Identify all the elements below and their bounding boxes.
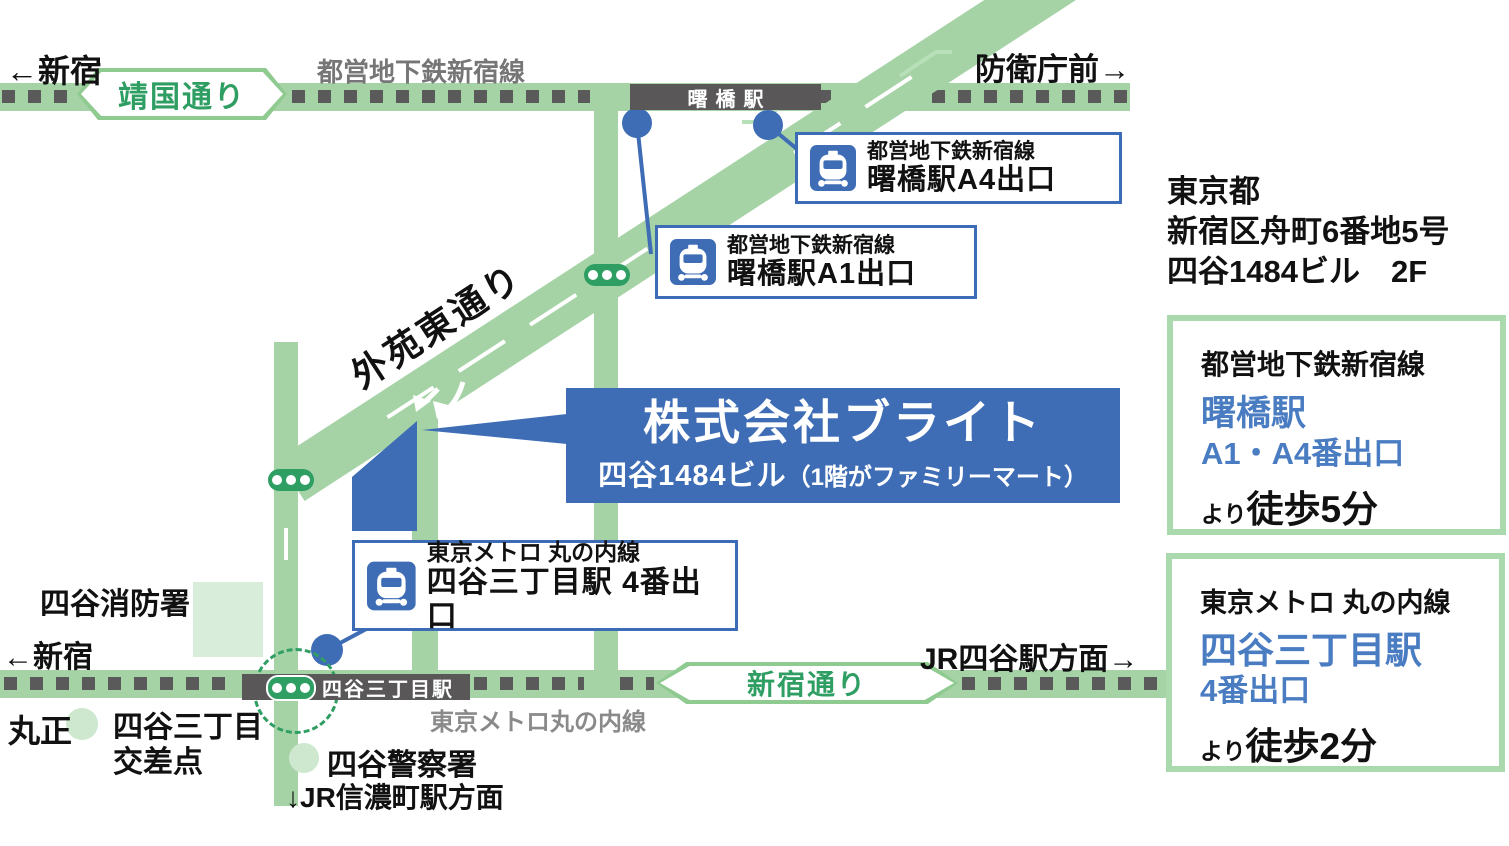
train-icon bbox=[810, 145, 856, 191]
station-name: 曙橋駅 bbox=[687, 88, 772, 111]
fire-station-label: 四谷消防署 bbox=[40, 588, 190, 621]
traffic-light-icon bbox=[268, 469, 314, 491]
subway-dashes bbox=[2, 90, 72, 103]
subway-dashes bbox=[962, 677, 1168, 690]
direction-jr-shinanomachi: ↓JR信濃町駅方面 bbox=[286, 782, 504, 813]
address-block: 東京都 新宿区舟町6番地5号 四谷1484ビル 2F bbox=[1167, 172, 1449, 292]
main-callout-pointer bbox=[422, 414, 567, 444]
subway-dashes bbox=[292, 90, 590, 103]
address-line: 四谷1484ビル 2F bbox=[1167, 254, 1428, 289]
road-name: 新宿通り bbox=[746, 669, 867, 700]
direction-boeicho: 防衛庁前→ bbox=[975, 52, 1130, 87]
train-icon bbox=[367, 561, 416, 611]
route-line-name: 東京メトロ 丸の内線 bbox=[1200, 588, 1451, 618]
side-street-left bbox=[274, 342, 298, 806]
route-line-name: 都営地下鉄新宿線 bbox=[1201, 349, 1426, 380]
road-name: 靖国通り bbox=[118, 81, 246, 114]
route-exit: A1・A4番出口 bbox=[1201, 436, 1405, 471]
direction-shinjuku-bottom: ←新宿 bbox=[3, 641, 93, 674]
marusho-label: 丸正 bbox=[8, 713, 73, 749]
yasukuni-road-capsule: 靖国通り bbox=[77, 68, 287, 120]
company-name: 株式会社ブライト bbox=[643, 396, 1043, 449]
building-name: 四谷1484ビル bbox=[598, 460, 787, 492]
route-exit: 4番出口 bbox=[1200, 673, 1311, 708]
callout-akebonobashi-a1: 都営地下鉄新宿線 曙橋駅A1出口 bbox=[655, 225, 977, 299]
callout-exit-name: 曙橋駅A1出口 bbox=[727, 258, 917, 290]
traffic-light-icon bbox=[584, 264, 630, 286]
walk-time: 徒歩5分 bbox=[1246, 489, 1379, 530]
police-dot bbox=[289, 743, 319, 773]
subway-dashes bbox=[4, 677, 238, 690]
crossing-label-line1: 四谷三丁目 bbox=[113, 711, 263, 744]
walk-prefix: より bbox=[1201, 501, 1247, 527]
fire-station-block bbox=[193, 582, 263, 657]
route-box-marunouchi-line: 東京メトロ 丸の内線 四谷三丁目駅 4番出口 より徒歩2分 bbox=[1166, 553, 1505, 772]
subway-dashes bbox=[932, 90, 1128, 103]
crossing-label-line2: 交差点 bbox=[113, 746, 203, 779]
subway-dashes bbox=[474, 677, 584, 690]
station-name: 四谷三丁目駅 bbox=[322, 678, 454, 701]
direction-jr-yotsuya: JR四谷駅方面→ bbox=[920, 643, 1139, 676]
toei-line-label-top: 都営地下鉄新宿線 bbox=[317, 57, 526, 87]
exit-a1-dot bbox=[622, 108, 652, 138]
company-callout: 株式会社ブライト 四谷1484ビル（1階がファミリーマート） bbox=[566, 388, 1120, 503]
shinjuku-road-capsule: 新宿通り bbox=[656, 662, 958, 704]
walk-prefix: より bbox=[1200, 738, 1246, 764]
traffic-light-icon bbox=[266, 675, 316, 701]
akebonobashi-station-bar: 曙橋駅 bbox=[630, 84, 821, 111]
callout-yotsuya3chome-exit4: 東京メトロ 丸の内線 四谷三丁目駅 4番出口 bbox=[352, 538, 738, 633]
address-line: 東京都 bbox=[1167, 174, 1260, 209]
police-label: 四谷警察署 bbox=[327, 749, 477, 782]
callout-exit-name: 曙橋駅A4出口 bbox=[867, 164, 1057, 196]
route-station: 曙橋駅 bbox=[1201, 394, 1307, 433]
address-line: 新宿区舟町6番地5号 bbox=[1167, 214, 1450, 249]
train-icon bbox=[670, 239, 716, 285]
callout-line-name: 都営地下鉄新宿線 bbox=[727, 234, 895, 257]
route-box-shinjuku-line: 都営地下鉄新宿線 曙橋駅 A1・A4番出口 より徒歩5分 bbox=[1167, 315, 1506, 535]
callout-line-name: 都営地下鉄新宿線 bbox=[867, 140, 1035, 163]
callout-akebonobashi-a4: 都営地下鉄新宿線 曙橋駅A4出口 bbox=[795, 132, 1122, 204]
callout-exit-name: 四谷三丁目駅 4番出口 bbox=[426, 565, 702, 633]
callout-line-name: 東京メトロ 丸の内線 bbox=[426, 538, 641, 565]
marusho-dot bbox=[66, 708, 98, 740]
walk-time: 徒歩2分 bbox=[1245, 726, 1378, 767]
direction-shinjuku-top: ←新宿 bbox=[6, 53, 103, 89]
building-note: （1階がファミリーマート） bbox=[786, 464, 1088, 491]
route-station: 四谷三丁目駅 bbox=[1200, 630, 1422, 671]
subway-dashes bbox=[620, 677, 654, 690]
metro-line-label-bottom: 東京メトロ丸の内線 bbox=[430, 709, 646, 736]
